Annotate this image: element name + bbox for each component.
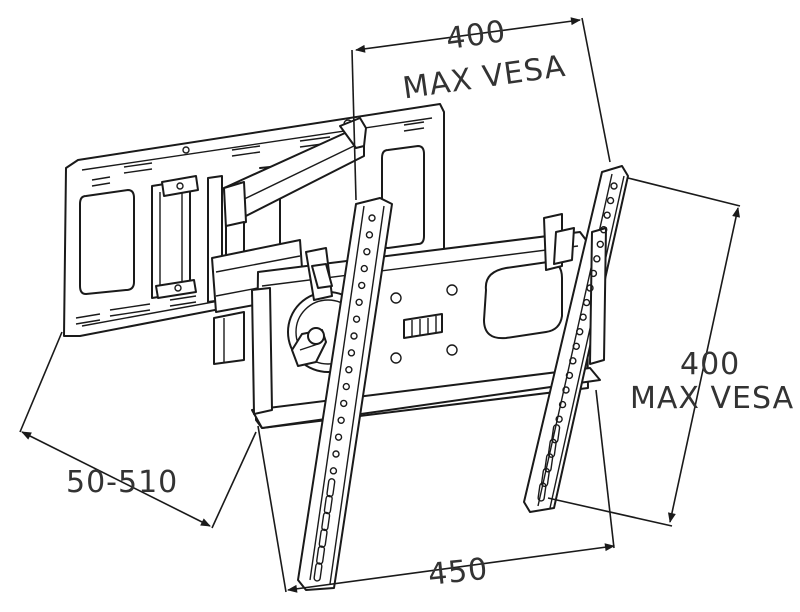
rail-hole xyxy=(565,371,574,380)
rail-hole xyxy=(334,433,343,441)
rail-slot xyxy=(540,467,550,488)
rail-hole xyxy=(600,226,608,234)
rail-hole xyxy=(562,386,570,394)
rail-hole xyxy=(345,366,353,374)
dimension-extension-value: 50-510 xyxy=(66,465,178,500)
dimension-top xyxy=(351,17,611,201)
rail-hole xyxy=(586,284,594,292)
rail-hole xyxy=(579,313,587,321)
rail-hole xyxy=(332,450,340,458)
rail-hole xyxy=(347,349,356,357)
rail-slot xyxy=(326,478,336,498)
rail-hole xyxy=(555,415,563,423)
dimension-bottom-value: 450 xyxy=(426,552,490,593)
rail-hole xyxy=(358,281,366,290)
dimension-right-value: 400 xyxy=(680,347,740,382)
rail-hole xyxy=(558,400,567,409)
rail-slot xyxy=(551,424,561,444)
dimension-bottom xyxy=(257,389,615,593)
rail-hole xyxy=(572,342,580,350)
rail-slot xyxy=(321,511,331,532)
rail-hole xyxy=(340,399,348,408)
rail-hole xyxy=(337,416,345,424)
dimension-top-value: 400 xyxy=(444,14,509,57)
rail-hole xyxy=(342,382,350,391)
rail-hole xyxy=(360,264,368,273)
wall-plate-bracket-left xyxy=(151,175,199,299)
rail-hole xyxy=(576,328,584,336)
rail-slot xyxy=(323,494,333,515)
dimension-extension xyxy=(19,331,257,529)
rail-hole xyxy=(355,298,363,306)
rail-hole xyxy=(606,196,615,205)
dimension-top-caption: MAX VESA xyxy=(401,49,568,106)
rail-hole xyxy=(329,467,338,475)
rail-hole xyxy=(596,240,604,248)
rail-hole xyxy=(352,315,361,323)
right-vesa-rail xyxy=(523,165,629,513)
dimension-right-caption: MAX VESA xyxy=(630,381,794,416)
rail-hole xyxy=(603,211,611,219)
rail-hole xyxy=(610,182,618,190)
rail-hole xyxy=(589,269,598,278)
right-rail-holes xyxy=(537,182,618,502)
rail-hole xyxy=(365,231,374,239)
rail-slot xyxy=(544,453,554,473)
rail-slot xyxy=(547,438,557,458)
rail-hole xyxy=(350,332,358,340)
rail-hole xyxy=(363,248,371,256)
rail-hole xyxy=(582,298,591,307)
rail-slot xyxy=(537,482,547,502)
rail-hole xyxy=(368,214,376,222)
tilt-knob xyxy=(291,327,327,367)
rail-hole xyxy=(569,357,577,365)
rail-hole xyxy=(593,255,601,263)
